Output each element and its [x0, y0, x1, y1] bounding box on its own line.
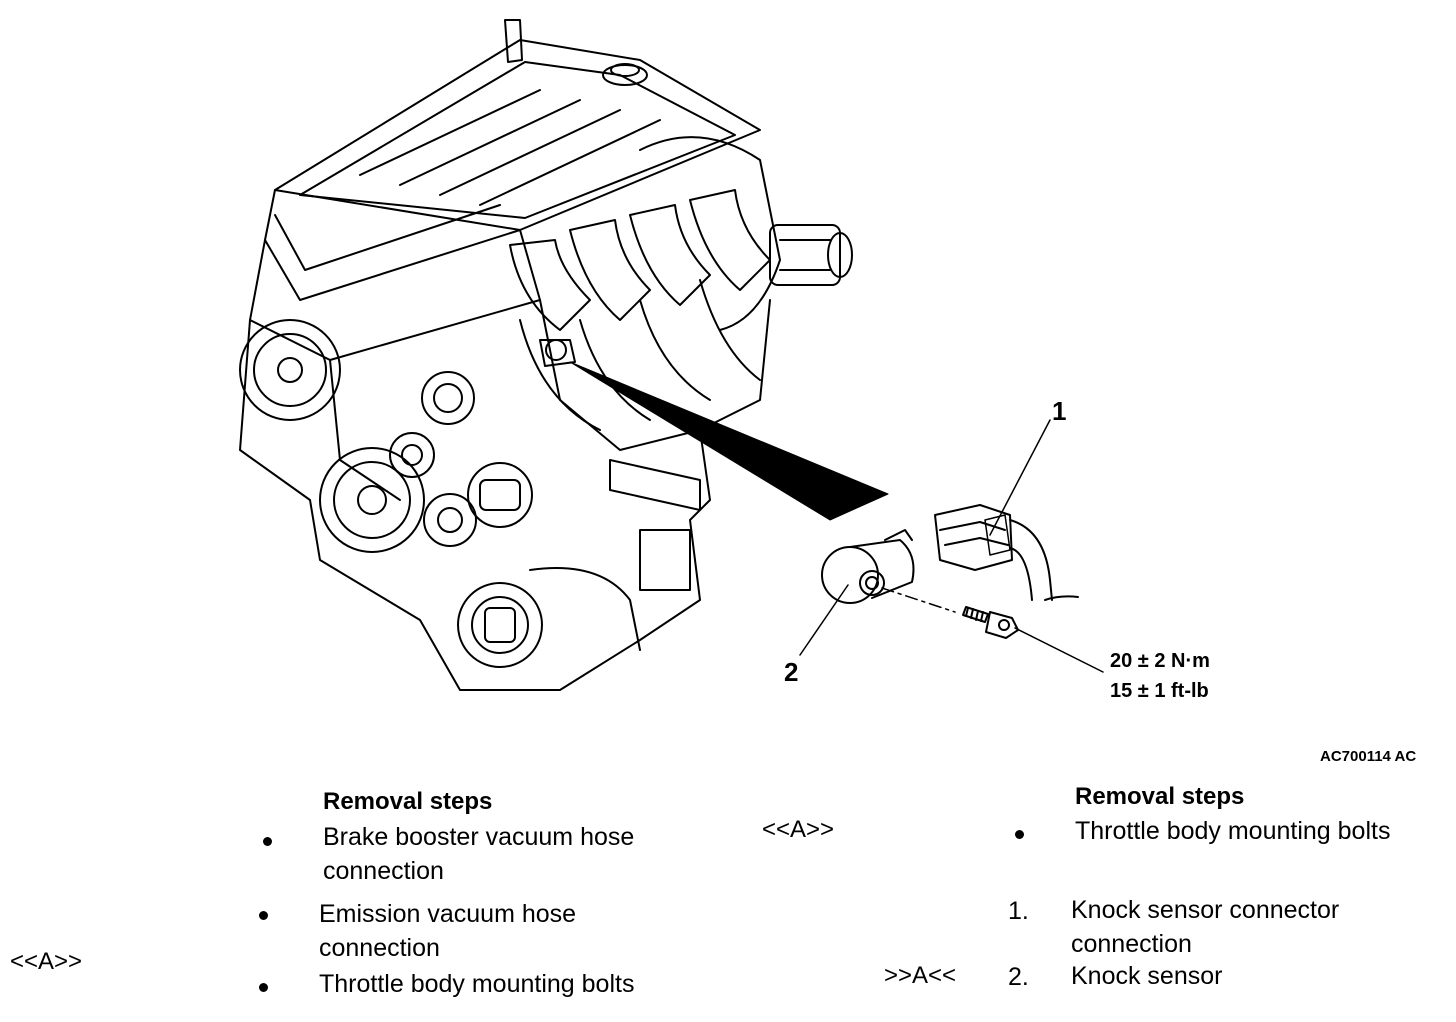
left-step-3-line1: Throttle body mounting bolts [319, 970, 635, 998]
left-step-3: Throttle body mounting bolts [319, 967, 634, 1001]
bullet-icon [259, 911, 268, 920]
figure-id: AC700114 AC [1320, 748, 1417, 765]
left-step-2-line1: Emission vacuum hose [319, 900, 577, 928]
right-step-3-number: 2. [1008, 963, 1029, 991]
right-step-3-line1: Knock sensor [1071, 962, 1223, 990]
knock-sensor-connector-illustration [934, 504, 1079, 601]
right-step-3: Knock sensor [1071, 959, 1222, 993]
right-step-2: Knock sensor connector connection [1071, 893, 1339, 961]
right-removal-steps-header: Removal steps [1075, 783, 1245, 810]
knock-sensor-illustration [821, 529, 915, 604]
sensor-axis-line [881, 587, 956, 613]
bullet-icon [263, 837, 272, 846]
right-step-2-number: 1. [1008, 897, 1029, 925]
engine-illustration [239, 19, 853, 691]
left-step-1-line2: connection [323, 857, 444, 885]
sensor-bolt-illustration [962, 606, 1019, 639]
right-step-1-line1: Throttle body mounting bolts [1075, 817, 1391, 845]
left-step-1-line1: Brake booster vacuum hose [323, 823, 635, 851]
left-removal-steps-header: Removal steps [323, 788, 493, 815]
torque-ftlb: 15 ± 1 ft-lb [1110, 680, 1209, 702]
callout-1-label: 1 [1052, 396, 1067, 426]
bullet-icon [259, 983, 268, 992]
right-step-1: Throttle body mounting bolts [1075, 814, 1390, 848]
bullet-icon [1015, 830, 1024, 839]
left-step-3-mark: <<A>> [10, 948, 83, 975]
right-step-2-line2: connection [1071, 930, 1192, 958]
torque-spec: 20 ± 2 N·m 15 ± 1 ft-lb [1110, 646, 1210, 706]
left-step-2-line2: connection [319, 934, 440, 962]
callout-1-leader [989, 419, 1051, 536]
zoom-wedge [569, 361, 889, 521]
torque-leader [1014, 627, 1104, 673]
callout-2-leader [799, 584, 849, 656]
right-step-1-mark: <<A>> [762, 816, 835, 843]
engine-knock-sensor-diagram [239, 19, 1104, 691]
right-step-3-mark: >>A<< [884, 962, 957, 989]
right-step-2-line1: Knock sensor connector [1071, 896, 1340, 924]
callout-2-label: 2 [784, 657, 799, 687]
left-step-2: Emission vacuum hose connection [319, 897, 576, 965]
left-step-1: Brake booster vacuum hose connection [323, 820, 634, 888]
torque-nm: 20 ± 2 N·m [1110, 650, 1210, 672]
